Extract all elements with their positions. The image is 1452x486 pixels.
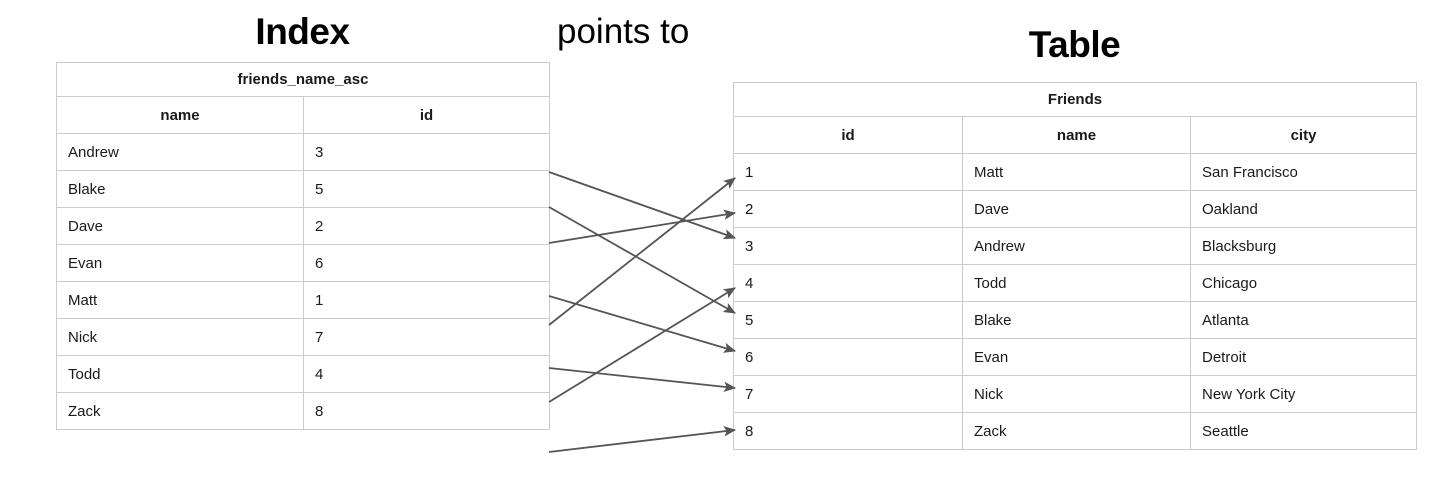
table-row: Dave 2 <box>56 207 550 245</box>
index-cell-id: 7 <box>303 318 550 356</box>
friends-cell-city: Blacksburg <box>1189 227 1418 265</box>
friends-caption-row: Friends <box>732 82 1418 117</box>
friends-cell-name: Nick <box>962 375 1191 413</box>
index-cell-name: Evan <box>56 244 304 282</box>
friends-col-header-name: name <box>962 116 1191 154</box>
table-row: 5 Blake Atlanta <box>733 301 1418 339</box>
table-row: Matt 1 <box>56 281 550 319</box>
index-cell-name: Todd <box>56 355 304 393</box>
index-title: Index <box>255 11 350 52</box>
pointer-arrow <box>548 287 736 403</box>
table-row: 7 Nick New York City <box>733 375 1418 413</box>
table-row: 4 Todd Chicago <box>733 264 1418 302</box>
friends-cell-id: 8 <box>733 412 963 450</box>
friends-cell-id: 1 <box>733 153 963 191</box>
index-cell-id: 4 <box>303 355 550 393</box>
friends-cell-city: Detroit <box>1189 338 1418 376</box>
pointer-arrow <box>548 171 737 240</box>
index-caption-row: friends_name_asc <box>56 62 550 97</box>
friends-cell-city: Seattle <box>1189 412 1418 450</box>
pointer-arrow <box>548 209 737 244</box>
friends-cell-id: 6 <box>733 338 963 376</box>
index-col-header-id: id <box>303 96 550 134</box>
friends-col-header-city: city <box>1189 116 1418 154</box>
index-cell-id: 6 <box>303 244 550 282</box>
index-header-row: name id <box>56 96 550 134</box>
index-col-header-name: name <box>56 96 304 134</box>
friends-cell-name: Dave <box>962 190 1191 228</box>
table-row: Todd 4 <box>56 355 550 393</box>
index-cell-id: 3 <box>303 133 550 171</box>
index-cell-id: 2 <box>303 207 550 245</box>
table-title: Table <box>1028 24 1121 65</box>
index-cell-name: Dave <box>56 207 304 245</box>
friends-cell-id: 2 <box>733 190 963 228</box>
table-row: 1 Matt San Francisco <box>733 153 1418 191</box>
friends-cell-city: Atlanta <box>1189 301 1418 339</box>
friends-cell-id: 7 <box>733 375 963 413</box>
pointer-arrow <box>548 426 737 453</box>
friends-cell-id: 5 <box>733 301 963 339</box>
points-to-label: points to <box>557 12 690 51</box>
table-row: Zack 8 <box>56 392 550 430</box>
index-cell-name: Matt <box>56 281 304 319</box>
index-cell-id: 5 <box>303 170 550 208</box>
table-row: 2 Dave Oakland <box>733 190 1418 228</box>
friends-cell-city: Oakland <box>1189 190 1418 228</box>
table-row: 6 Evan Detroit <box>733 338 1418 376</box>
index-cell-name: Blake <box>56 170 304 208</box>
index-caption: friends_name_asc <box>56 62 550 97</box>
pointer-arrow <box>548 206 736 314</box>
table-row: Andrew 3 <box>56 133 550 171</box>
friends-cell-city: Chicago <box>1189 264 1418 302</box>
table-row: Blake 5 <box>56 170 550 208</box>
friends-caption: Friends <box>732 82 1418 117</box>
index-cell-name: Zack <box>56 392 304 430</box>
index-cell-name: Andrew <box>56 133 304 171</box>
friends-cell-name: Todd <box>962 264 1191 302</box>
pointer-arrow <box>548 367 737 392</box>
friends-cell-id: 3 <box>733 227 963 265</box>
pointer-arrow <box>548 295 737 353</box>
friends-cell-name: Andrew <box>962 227 1191 265</box>
table-row: Nick 7 <box>56 318 550 356</box>
index-cell-id: 8 <box>303 392 550 430</box>
friends-header-row: id name city <box>733 116 1418 154</box>
index-cell-name: Nick <box>56 318 304 356</box>
friends-cell-name: Matt <box>962 153 1191 191</box>
index-cell-id: 1 <box>303 281 550 319</box>
table-row: 8 Zack Seattle <box>733 412 1418 450</box>
friends-col-header-id: id <box>733 116 963 154</box>
pointer-arrow <box>548 177 736 326</box>
index-table: friends_name_asc name id Andrew 3 Blake … <box>56 62 550 430</box>
friends-cell-name: Zack <box>962 412 1191 450</box>
table-row: Evan 6 <box>56 244 550 282</box>
friends-cell-id: 4 <box>733 264 963 302</box>
friends-cell-name: Blake <box>962 301 1191 339</box>
friends-cell-city: San Francisco <box>1189 153 1418 191</box>
friends-cell-name: Evan <box>962 338 1191 376</box>
friends-cell-city: New York City <box>1189 375 1418 413</box>
table-row: 3 Andrew Blacksburg <box>733 227 1418 265</box>
friends-table: Friends id name city 1 Matt San Francisc… <box>732 82 1418 450</box>
